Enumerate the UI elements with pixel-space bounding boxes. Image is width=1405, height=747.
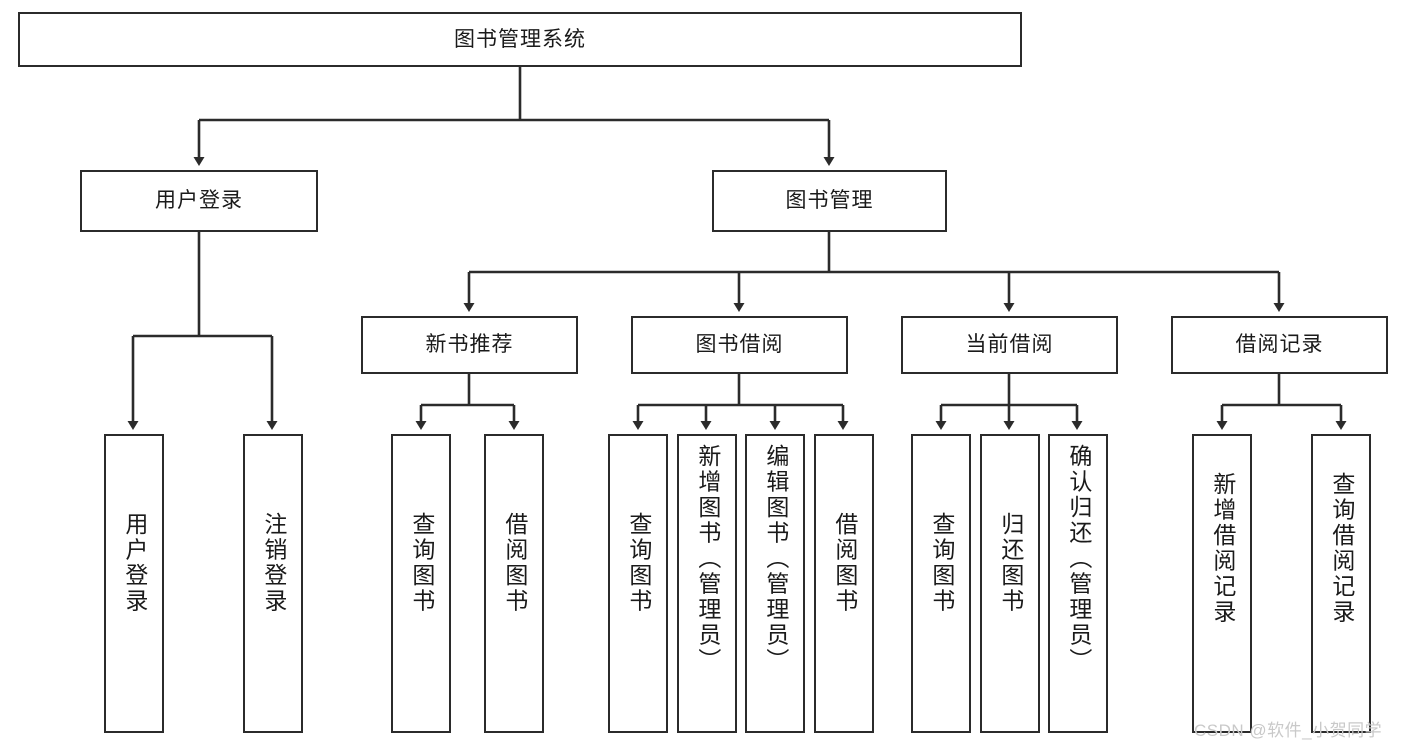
- leaf-label: 查询图书: [625, 512, 652, 614]
- leaf-query-book-borrow[interactable]: 查询图书: [608, 434, 668, 733]
- leaf-label: 编辑图书（管理员）: [762, 444, 789, 674]
- leaf-add-book-admin[interactable]: 新增图书（管理员）: [677, 434, 737, 733]
- leaf-edit-book-admin[interactable]: 编辑图书（管理员）: [745, 434, 805, 733]
- node-user-login-label: 用户登录: [155, 189, 243, 213]
- node-new-book-recommend[interactable]: 新书推荐: [361, 316, 578, 374]
- leaf-label: 注销登录: [260, 512, 287, 614]
- leaf-confirm-return-admin[interactable]: 确认归还（管理员）: [1048, 434, 1108, 733]
- leaf-borrow-book-borrow[interactable]: 借阅图书: [814, 434, 874, 733]
- node-current-borrow[interactable]: 当前借阅: [901, 316, 1118, 374]
- leaf-query-book-newbook[interactable]: 查询图书: [391, 434, 451, 733]
- node-root[interactable]: 图书管理系统: [18, 12, 1022, 67]
- node-current-borrow-label: 当前借阅: [965, 333, 1054, 357]
- leaf-add-borrow-record[interactable]: 新增借阅记录: [1192, 434, 1252, 733]
- leaf-label: 查询图书: [928, 512, 955, 614]
- leaf-logout[interactable]: 注销登录: [243, 434, 303, 733]
- node-book-borrow[interactable]: 图书借阅: [631, 316, 848, 374]
- leaf-label: 查询借阅记录: [1328, 472, 1355, 625]
- watermark: CSDN @软件_小贺同学: [1194, 721, 1383, 740]
- node-book-borrow-label: 图书借阅: [695, 333, 784, 357]
- leaf-return-book[interactable]: 归还图书: [980, 434, 1040, 733]
- leaf-borrow-book-newbook[interactable]: 借阅图书: [484, 434, 544, 733]
- leaf-label: 用户登录: [121, 512, 148, 614]
- node-root-label: 图书管理系统: [454, 27, 586, 51]
- leaf-user-login[interactable]: 用户登录: [104, 434, 164, 733]
- leaf-label: 查询图书: [408, 512, 435, 614]
- node-book-management-label: 图书管理: [785, 189, 874, 213]
- leaf-label: 借阅图书: [831, 512, 858, 614]
- leaf-label: 归还图书: [997, 512, 1024, 614]
- leaf-query-borrow-record[interactable]: 查询借阅记录: [1311, 434, 1371, 733]
- node-new-book-recommend-label: 新书推荐: [425, 333, 514, 357]
- leaf-label: 新增借阅记录: [1209, 472, 1236, 625]
- leaf-label: 确认归还（管理员）: [1065, 444, 1092, 674]
- leaf-label: 新增图书（管理员）: [694, 444, 721, 674]
- node-user-login[interactable]: 用户登录: [80, 170, 318, 232]
- node-borrow-record[interactable]: 借阅记录: [1171, 316, 1388, 374]
- leaf-label: 借阅图书: [501, 512, 528, 614]
- node-book-management[interactable]: 图书管理: [712, 170, 947, 232]
- node-borrow-record-label: 借阅记录: [1235, 333, 1324, 357]
- leaf-query-book-current[interactable]: 查询图书: [911, 434, 971, 733]
